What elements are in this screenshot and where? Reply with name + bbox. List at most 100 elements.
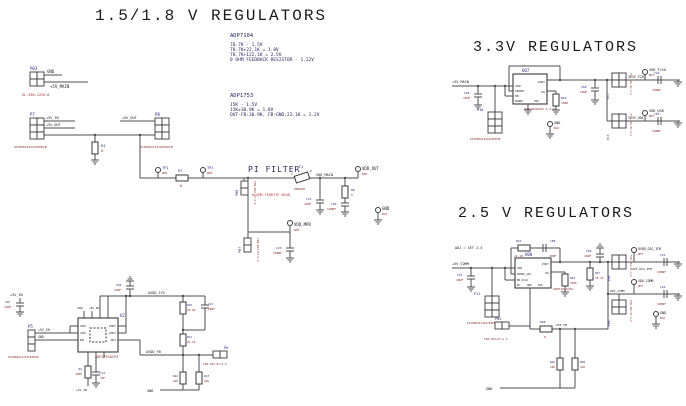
ref-label: C60 [586, 249, 592, 253]
pin-label: SENSE_ADJ [517, 272, 531, 276]
part-label: SL.530.1225.0 [22, 93, 49, 97]
ref-label: R49 [550, 360, 555, 364]
part-label: ADP1753ACPZ [95, 355, 118, 359]
s33-input: +5V_MAIN C66 10UF P10 61300621121GCEXPCB [452, 80, 513, 141]
ref-label: P7 [30, 112, 35, 117]
ref-label: R48 [540, 320, 546, 324]
ref-label: R13 [204, 374, 209, 378]
title-15-18v: 1.5/1.8 V REGULATORS [95, 7, 327, 25]
testpoint-label: VDD_USB [649, 109, 664, 113]
net-label: 3.3V_USB [628, 116, 643, 120]
note-adp7104: ADP7104 78.7K - 1.5V 78.7K+22.1K = 1.8V … [230, 33, 314, 63]
part-label: TSW-102-07-G-S [203, 362, 227, 366]
testpoint-label: DVDD_DIG_IFB [638, 247, 661, 251]
net-label: GND [147, 389, 153, 393]
pin-label: VIN [517, 266, 522, 270]
testpoint-gnd-pi: GND BLK [373, 206, 390, 225]
pin-label: NC [515, 99, 519, 103]
resistor-r8: R8 0 [341, 178, 355, 203]
net-label: +5V_COMM [452, 262, 469, 266]
value-label: WHT [207, 171, 213, 175]
part-label: 61300621121GCEXPCB [470, 137, 501, 141]
note-line: 78.7K+22.1K = 1.8V [230, 47, 279, 53]
part-label: TSW-102-07-G-S [629, 255, 633, 277]
value-label: 10UF [456, 278, 463, 282]
ref-label: R44 [570, 276, 575, 280]
ferrite-note: 0 OHM FERRITE BEAD [252, 193, 290, 197]
part-label: TSW-102-07-G-S [256, 238, 260, 262]
ref-label: U08 [525, 252, 533, 257]
part-label: 61300621121GCEXPCB [8, 355, 39, 359]
value-label: 22.1K [187, 340, 196, 344]
net-label: GND [47, 69, 55, 74]
pin-label: VOUT [538, 80, 545, 84]
net-label: GND [554, 121, 560, 125]
value-label: BLK [660, 316, 665, 320]
net-label: VDD_OUT [362, 166, 379, 171]
ref-label: C88 [550, 239, 556, 243]
ref-label: P08 [607, 275, 611, 281]
connector-p06: P06 TSW-102-07-G-S [235, 178, 257, 205]
note-line: 15K - 1.5V [230, 102, 257, 108]
pin-label: EN_UVLO [517, 278, 528, 282]
pin-label: VOUT [109, 331, 116, 335]
ref-label: U07 [522, 68, 530, 73]
s25-bottom-network: P02 TSW-102-07-G-S R48 0 2V5_FB R49 10K … [484, 317, 608, 391]
note-line: 0 OHM FEEDBACK RESISTOR - 1.22V [230, 57, 314, 63]
divider-network: R10 30.9K C13 10NF R11 22.1K AVDD_FB P6 … [118, 294, 228, 393]
ref-label: P02 [495, 317, 501, 321]
note-line: OUT-FB:30.9K, FB-GND:22.1K = 1.2V [230, 112, 320, 118]
ref-label: P5 [28, 324, 33, 329]
testpoint-tp1: TP1 WHT [155, 166, 168, 178]
net-label: AVDD_FB [146, 350, 161, 354]
part-label: ADP7104ACPZ-3.3-R7 [524, 107, 557, 111]
testpoint-label: VDD_COMM [638, 279, 653, 283]
ref-label: C13 [208, 302, 213, 306]
value-label: 10UF [114, 288, 121, 292]
value-label: 100NF [657, 302, 666, 306]
ref-label: C62 [660, 285, 666, 289]
note-heading: ADP1753 [230, 93, 253, 99]
chip-u08: U08 ADP7104ACPZ VIN SENSE_ADJ EN_UVLO VO… [503, 239, 573, 329]
ref-label: TP2 [207, 166, 213, 170]
ref-label: P11 [474, 292, 480, 296]
pin-label: VIN [515, 84, 521, 88]
net-label: +5V_IN [89, 306, 99, 310]
ref-label: R41 [516, 239, 522, 243]
pin-label: PG [545, 271, 549, 275]
net-label: +5V_OUT [122, 116, 138, 120]
value-label: 78.7K [595, 276, 604, 280]
value-label: 100K [570, 281, 577, 285]
value-label: 0805GH [294, 187, 305, 191]
value-label: 30.9K [187, 308, 196, 312]
testpoint-label: VDD_TCXO [649, 68, 666, 72]
ref-label: TP1 [162, 166, 168, 170]
ref-label: R12 [173, 374, 178, 378]
ref-label: R62 [561, 96, 567, 100]
s25-branch-dig: P08 TSW-102-07-G-S DVDD_DIG_IFB WHT 2V5_… [607, 247, 683, 281]
note-line: 15K+30.9K = 1.8V [230, 107, 274, 113]
testpoint-vdd-out: VDD_OUT WHT [343, 166, 379, 180]
ref-label: P07 [238, 247, 242, 253]
testpoint-gnd-33: GND BLK [545, 121, 560, 139]
branch-vdd-mpr: P07 TSW-102-07-G-S VDD_MPR WHT C23 100NF [238, 176, 311, 263]
value-label: 10NF [549, 254, 556, 258]
value-label: WHT [649, 114, 654, 118]
capacitor-c21: C21 10UF [304, 176, 325, 215]
ref-label: C12 [100, 371, 105, 375]
note-line: 78.7K+122.1K = 2.5V [230, 52, 282, 58]
ref-label: R50 [580, 360, 585, 364]
resistor-r4: R4 0 [90, 133, 105, 165]
value-label: 10NF [208, 307, 215, 311]
pin-label: VIN [80, 324, 86, 328]
pi-filter-label: PI FILTER [248, 165, 300, 174]
s33-branch-usb: P13 TSW-102-07-G-S 3.3V_USB VDD_USB WHT … [606, 109, 683, 140]
value-label: 100NF [657, 270, 666, 274]
pin-label: VIN [80, 331, 86, 335]
ref-label: C67 [457, 273, 463, 277]
ref-label: P12 [606, 93, 610, 99]
part-label: TSW-102-07-G-S [629, 73, 633, 95]
value-label: 10UF [580, 90, 587, 94]
